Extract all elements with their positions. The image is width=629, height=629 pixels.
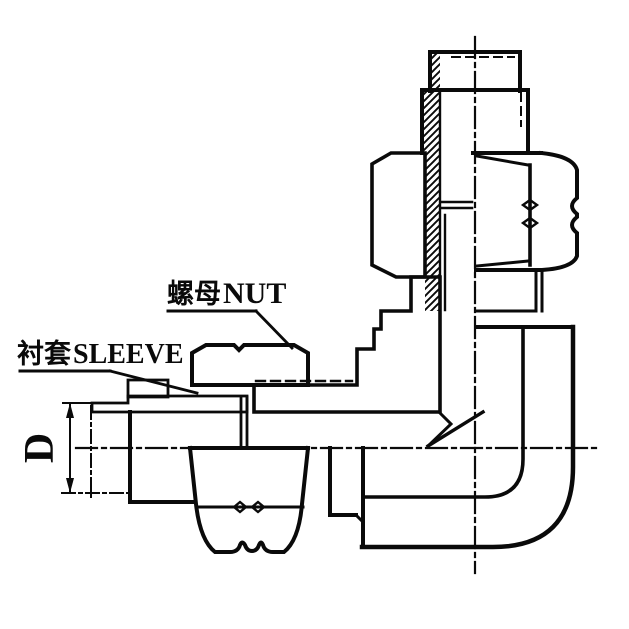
hex-corner-diamond xyxy=(520,198,540,212)
arrowhead-up xyxy=(66,403,74,418)
horizontal-nut-section-block xyxy=(190,343,310,387)
tube-top-outline xyxy=(428,50,522,93)
sleeve-label: 衬套SLEEVE xyxy=(17,339,184,370)
elbow-outer-profile xyxy=(359,324,576,550)
tube-shoulder-outline xyxy=(420,88,530,155)
nut-label: 螺母NUT xyxy=(167,277,286,310)
nut-outside-outline xyxy=(187,445,311,554)
vertical-tube-stub xyxy=(420,50,530,311)
seat-diagonal-line xyxy=(425,409,486,449)
horizontal-sleeve-tube xyxy=(90,378,249,498)
nut-label-en: NUT xyxy=(223,277,286,310)
nut-label-cn: 螺母 xyxy=(167,279,221,309)
dimension-d: D xyxy=(17,402,134,494)
elbow-body xyxy=(252,275,576,550)
hex-corner-diamond xyxy=(232,500,248,514)
hex-corner-diamond xyxy=(250,500,266,514)
centerlines xyxy=(74,35,601,575)
tube-wall-section-hatch-lower xyxy=(425,153,440,311)
sleeve-label-cn: 衬套 xyxy=(17,339,71,369)
nut-chamfer-bottom xyxy=(475,259,530,268)
tube-wall-section-hatch-top xyxy=(430,52,440,91)
elbow-bore-profile xyxy=(361,328,525,499)
sleeve-leader-line xyxy=(108,369,199,395)
dimension-d-label: D xyxy=(17,433,63,463)
hex-corner-diamond xyxy=(520,216,540,230)
seat-cone-lines xyxy=(425,410,454,449)
arrowhead-down xyxy=(66,478,74,493)
horizontal-nut-outside xyxy=(128,410,311,554)
sleeve-label-en: SLEEVE xyxy=(73,339,184,370)
nut-chamfer-top xyxy=(475,154,530,167)
tube-wall-section-hatch-mid xyxy=(422,90,440,153)
annotations: 螺母NUT 衬套SLEEVE xyxy=(17,277,294,395)
nut-leader-line xyxy=(254,309,294,350)
nut-outside-outline xyxy=(474,150,579,272)
